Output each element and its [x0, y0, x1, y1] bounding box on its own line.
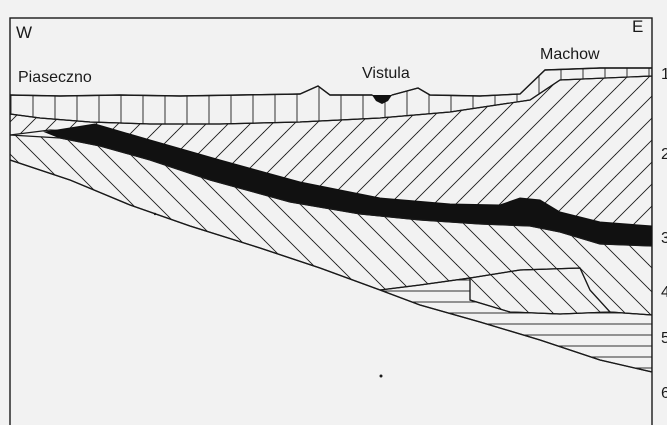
layer-number-4: 4: [661, 284, 667, 301]
place-label-machow: Machow: [540, 46, 600, 63]
speck: [154, 213, 156, 215]
layer-number-3: 3: [661, 230, 667, 247]
speck: [380, 375, 383, 378]
layer-number-5: 5: [661, 330, 667, 347]
place-label-piaseczno: Piaseczno: [18, 69, 92, 86]
west-label: W: [16, 23, 32, 42]
place-label-vistula: Vistula: [362, 65, 410, 82]
layer-number-1: 1: [661, 66, 667, 83]
east-label: E: [632, 17, 643, 36]
layer-number-2: 2: [661, 146, 667, 163]
layer-number-6: 6: [661, 385, 667, 402]
